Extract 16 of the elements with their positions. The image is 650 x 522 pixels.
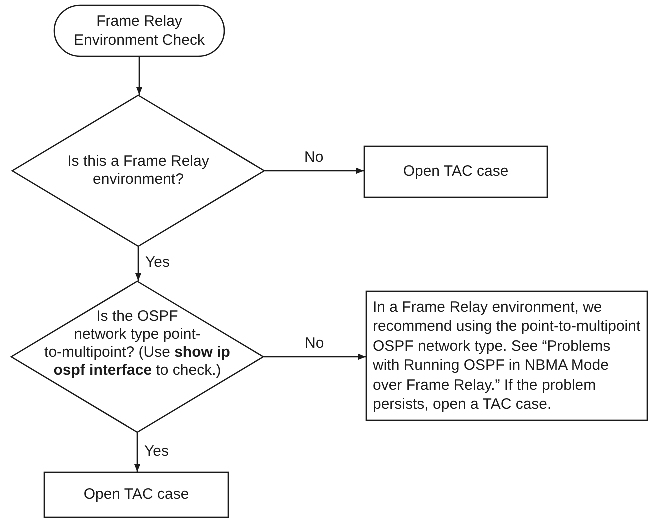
decision-diamond xyxy=(12,95,265,247)
arrow xyxy=(135,247,142,281)
arrow xyxy=(265,168,364,174)
decision-question: Is the OSPF network type point-to-multipoint? (Use show ip ospf interface to check.) xyxy=(44,308,230,379)
arrow xyxy=(264,354,366,360)
node-text: In a Frame Relay environment, we recommend using the point-to-multipoint OSPF network type. See “Problems with Running OSPF in NBMA Mode over Frame Relay.” If the problem persists, open a TAC case. xyxy=(373,298,641,414)
process-box xyxy=(44,472,229,518)
arrow xyxy=(134,433,141,472)
decision-question: Is this a Frame Relay environment? xyxy=(68,153,210,188)
node-text: Frame Relay Environment Check xyxy=(73,12,206,50)
arrow xyxy=(136,57,143,95)
node-text: Open TAC case xyxy=(82,485,190,505)
decision-diamond xyxy=(11,281,264,433)
terminal-shape xyxy=(54,5,225,57)
node-text: Open TAC case xyxy=(402,162,510,182)
process-box xyxy=(364,146,548,198)
